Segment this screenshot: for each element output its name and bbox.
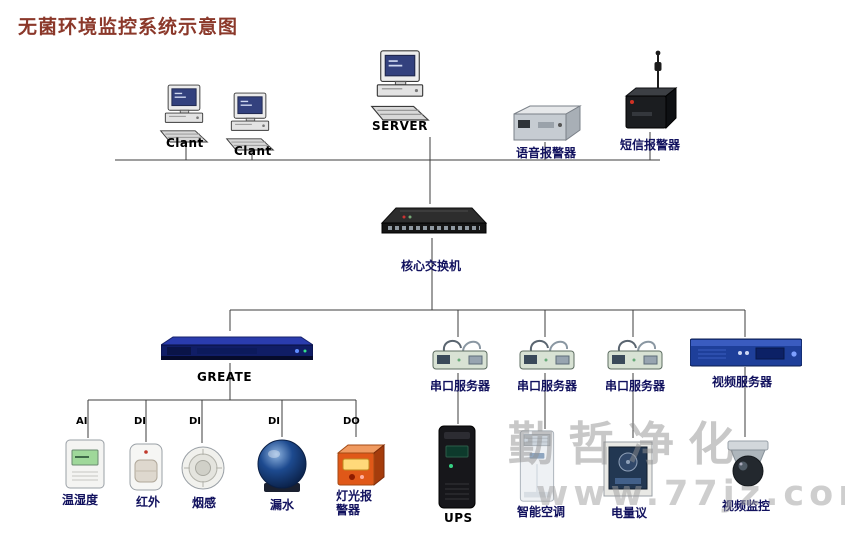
serial-server-3 bbox=[604, 336, 666, 374]
ups-device bbox=[436, 424, 478, 510]
smoke-detector bbox=[180, 443, 226, 493]
video-monitor-label: 视频监控 bbox=[722, 499, 771, 513]
network-switch-icon bbox=[380, 200, 488, 240]
server-computer-icon bbox=[366, 44, 434, 128]
infrared-sensor-icon bbox=[126, 442, 166, 492]
voice-alarm-label: 语音报警器 bbox=[516, 146, 577, 160]
serial-server-1-label: 串口服务器 bbox=[430, 379, 491, 393]
water-leak-label: 漏水 bbox=[270, 498, 295, 512]
smart-ac-label: 智能空调 bbox=[517, 505, 566, 519]
core-switch-device bbox=[380, 200, 488, 240]
sms-alarm-label: 短信报警器 bbox=[620, 138, 681, 152]
temp-humidity-sensor-icon bbox=[64, 438, 106, 490]
voice-alarm-icon bbox=[508, 104, 582, 142]
power-meter-label: 电量议 bbox=[611, 506, 648, 520]
serial-server-icon bbox=[604, 336, 666, 374]
ups-label: UPS bbox=[444, 511, 473, 525]
sms-alarm-device bbox=[618, 50, 682, 132]
client-computer-1 bbox=[156, 84, 212, 144]
smoke-detector-icon bbox=[180, 443, 226, 493]
serial-server-2-label: 串口服务器 bbox=[517, 379, 578, 393]
port-label-do: DO bbox=[343, 416, 360, 427]
infrared-label: 红外 bbox=[136, 495, 161, 509]
core-switch-label: 核心交换机 bbox=[401, 259, 462, 273]
water-leak-sensor-icon bbox=[256, 437, 308, 495]
serial-server-icon bbox=[429, 336, 491, 374]
watermark-url: www.77jz.com bbox=[536, 474, 845, 514]
temp-humidity-label: 温湿度 bbox=[62, 493, 99, 507]
desktop-computer-icon bbox=[222, 92, 278, 152]
port-label-di-1: DI bbox=[134, 416, 147, 427]
port-label-ai: AI bbox=[76, 416, 88, 427]
greate-controller bbox=[161, 330, 313, 364]
serial-server-2 bbox=[516, 336, 578, 374]
client-computer-2 bbox=[222, 92, 278, 152]
page-title: 无菌环境监控系统示意图 bbox=[18, 16, 239, 38]
server-label: SERVER bbox=[372, 119, 428, 133]
temp-humidity-sensor bbox=[64, 438, 106, 490]
video-server-icon bbox=[690, 336, 802, 368]
smoke-label: 烟感 bbox=[192, 496, 217, 510]
video-server-device bbox=[690, 336, 802, 368]
server-computer bbox=[366, 44, 434, 128]
client2-label: Clant bbox=[234, 144, 272, 158]
rack-controller-icon bbox=[161, 330, 313, 364]
serial-server-1 bbox=[429, 336, 491, 374]
sms-alarm-antenna-icon bbox=[618, 50, 682, 132]
light-alarm-device bbox=[330, 437, 388, 489]
client1-label: Clant bbox=[166, 136, 204, 150]
ups-tower-icon bbox=[436, 424, 478, 510]
serial-server-3-label: 串口服务器 bbox=[605, 379, 666, 393]
desktop-computer-icon bbox=[156, 84, 212, 144]
port-label-di-2: DI bbox=[189, 416, 202, 427]
greate-label: GREATE bbox=[197, 370, 253, 384]
watermark-brand: 勤哲净化 bbox=[508, 417, 748, 471]
light-alarm-label: 灯光报警器 bbox=[336, 489, 373, 517]
port-label-di-3: DI bbox=[268, 416, 281, 427]
light-alarm-icon bbox=[330, 437, 388, 489]
serial-server-icon bbox=[516, 336, 578, 374]
infrared-sensor bbox=[126, 442, 166, 492]
voice-alarm-device bbox=[508, 104, 582, 142]
water-leak-sensor bbox=[256, 437, 308, 495]
video-server-label: 视频服务器 bbox=[712, 375, 773, 389]
